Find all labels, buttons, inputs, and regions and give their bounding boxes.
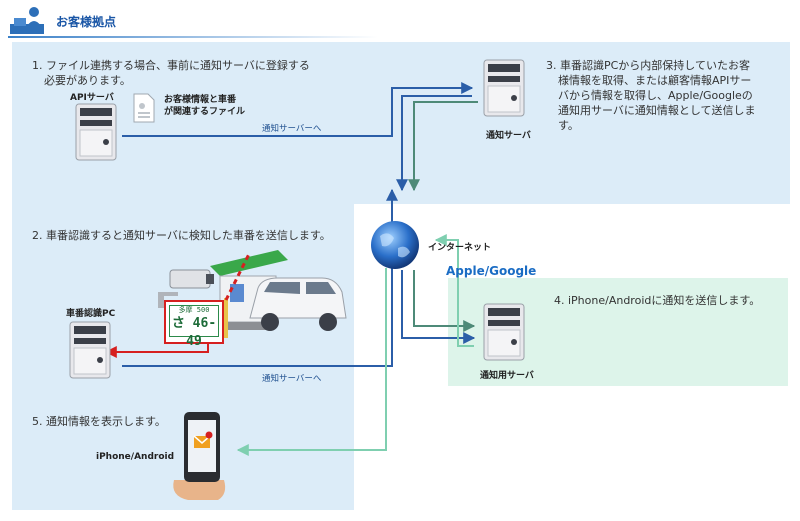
smartphone-in-hand-icon [173, 412, 226, 500]
api-server-label: APIサーバ [70, 93, 114, 103]
phone-label: iPhone/Android [96, 452, 175, 462]
plate-pc-label: 車番認識PC [66, 309, 116, 319]
plate-pc-icon [69, 321, 111, 379]
file-label-line-1: お客様情報と車番 [164, 95, 237, 105]
step-3-line-3: バから情報を取得し、Apple/Googleの [558, 89, 753, 102]
camera-icon [158, 269, 214, 308]
parking-gate-scene [158, 250, 347, 338]
step-1-line-2: 必要があります。 [44, 74, 131, 87]
api-server-icon [75, 103, 117, 161]
step-5-text: 5. 通知情報を表示します。 [32, 415, 166, 428]
license-plate: 多摩 500 さ 46-49 [164, 300, 224, 349]
step-3-line-2: 様情報を取得、または顧客情報APIサー [558, 74, 752, 87]
car-icon [249, 277, 347, 331]
arrow-platepc-to-notify [122, 242, 393, 367]
arrow-notify-down-2 [408, 101, 478, 192]
header-underline [8, 36, 378, 38]
step-3-line-5: す。 [558, 119, 579, 132]
notify-server-label: 通知サーバ [486, 131, 531, 141]
file-label-line-2: が関連するファイル [164, 107, 246, 117]
step-4-text: 4. iPhone/Androidに通知を送信します。 [554, 294, 761, 307]
plate-number-text: さ 46-49 [171, 316, 217, 349]
arrow-internet-to-push-2 [413, 270, 476, 332]
apple-google-label: Apple/Google [446, 264, 537, 278]
step-3-text: 3. 車番認識PCから内部保持していたお客 様情報を取得、または顧客情報APIサ… [546, 58, 756, 133]
barrier-icon [224, 251, 252, 338]
step-3-line-1: 3. 車番認識PCから内部保持していたお客 [546, 59, 750, 72]
arrow-label-top: 通知サーバーへ [262, 124, 322, 134]
arrow-push-to-internet [434, 234, 474, 347]
step-1-line-1: 1. ファイル連携する場合、事前に通知サーバに登録する [32, 59, 310, 72]
push-server-label: 通知用サーバ [480, 371, 534, 381]
globe-icon [371, 221, 419, 269]
arrow-internet-to-phone [236, 268, 387, 456]
arrow-internet-to-push-1 [401, 270, 476, 344]
push-server-icon [483, 303, 525, 361]
step-3-line-4: 通知用サーバに通知情報として送信しま [558, 104, 756, 117]
step-1-text: 1. ファイル連携する場合、事前に通知サーバに登録する 必要があります。 [32, 58, 310, 88]
header-title: お客様拠点 [56, 15, 117, 29]
arrow-api-to-notify [122, 82, 474, 137]
step-2-text: 2. 車番認識すると通知サーバに検知した車番を送信します。 [32, 229, 331, 242]
arrow-label-bottom: 通知サーバーへ [262, 374, 322, 384]
notify-server-icon [483, 59, 525, 117]
internet-label: インターネット [428, 243, 492, 253]
file-label: お客様情報と車番 が関連するファイル [164, 94, 245, 118]
arrow-notify-down-1 [396, 95, 472, 192]
document-icon [133, 93, 155, 123]
person-at-computer-icon [10, 7, 44, 34]
plate-top-text: 多摩 500 [178, 306, 210, 314]
